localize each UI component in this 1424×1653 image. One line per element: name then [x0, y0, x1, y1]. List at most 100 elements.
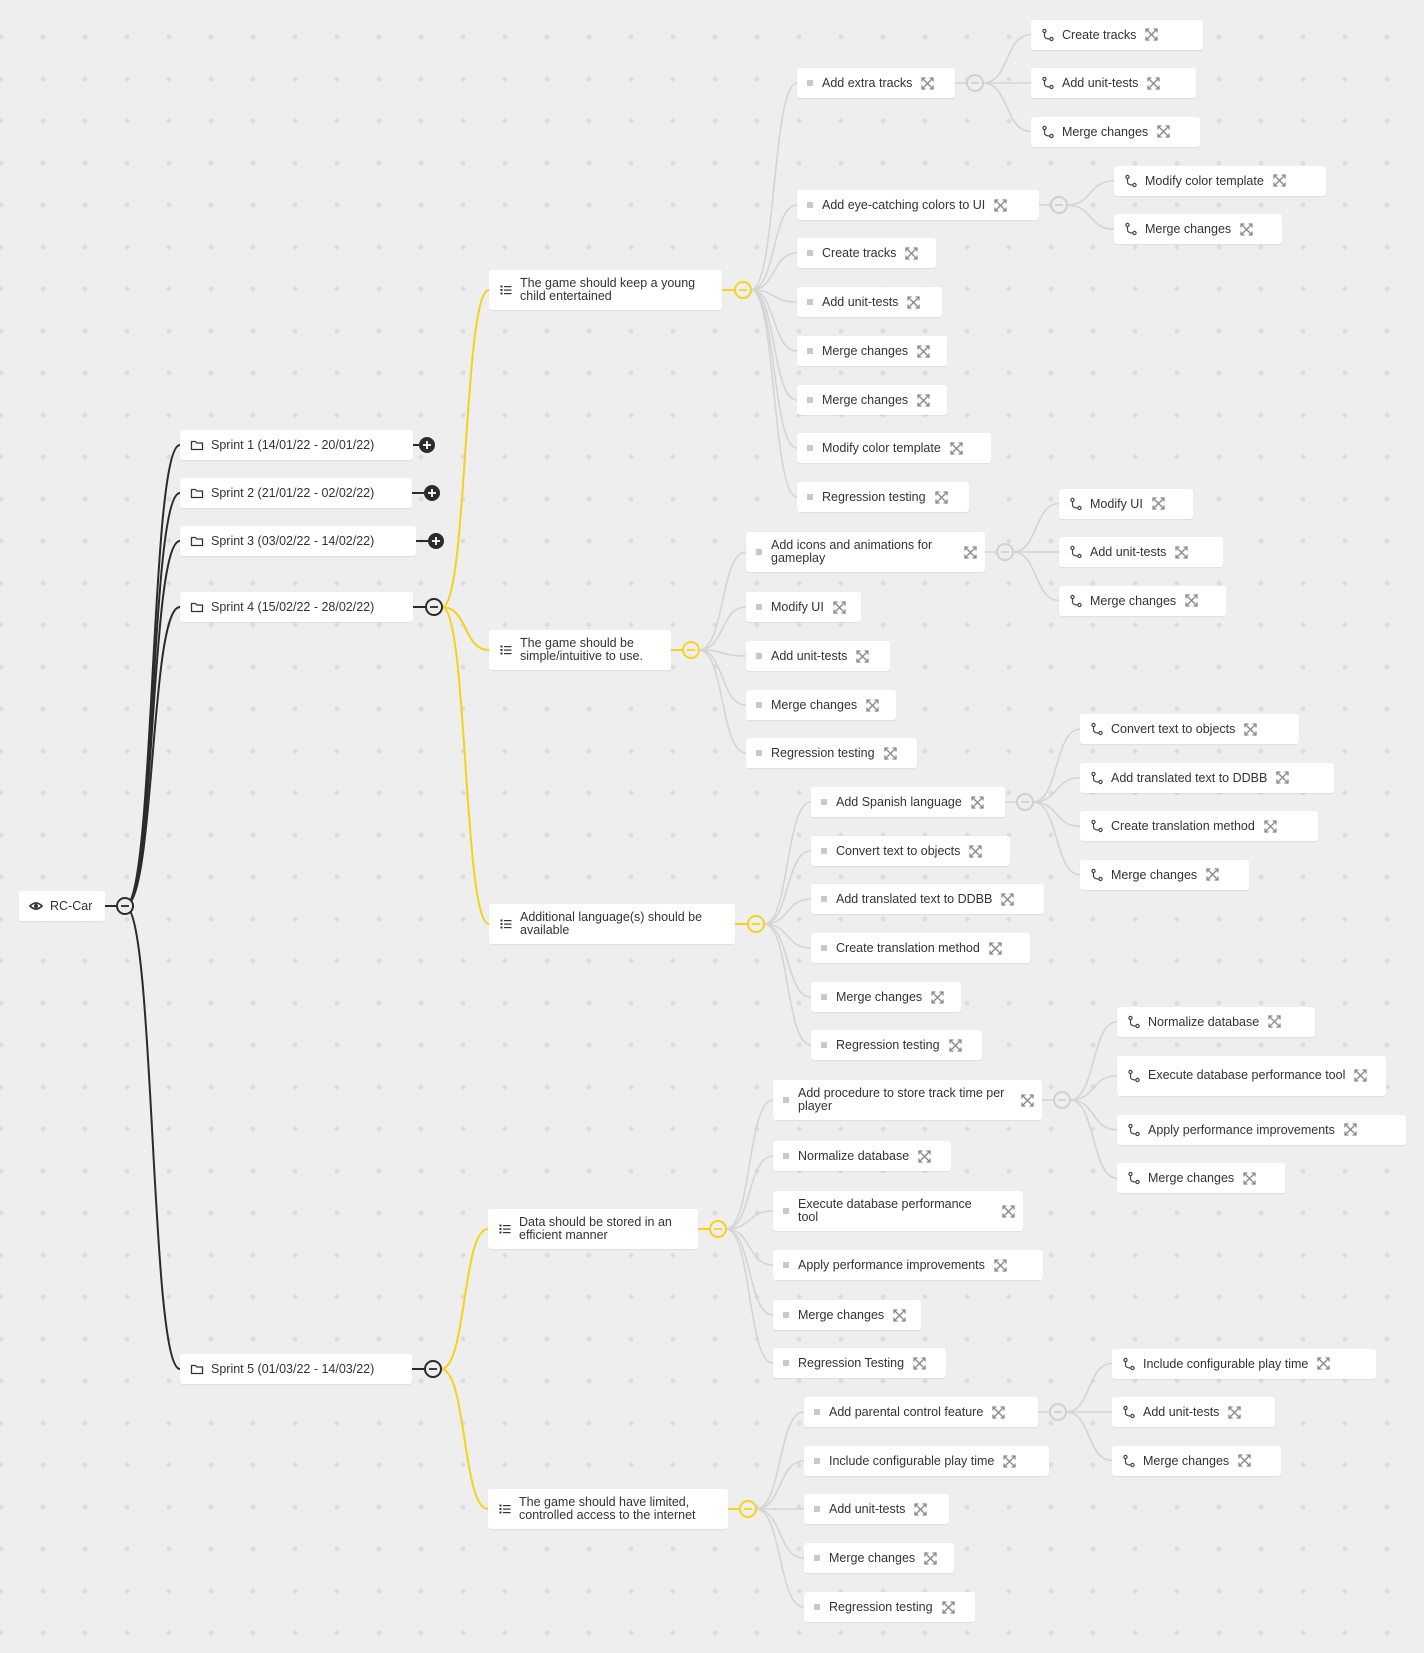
- expand-arrows-icon[interactable]: [866, 698, 879, 712]
- expand-arrows-icon[interactable]: [1001, 892, 1014, 906]
- expand-arrows-icon[interactable]: [1243, 1172, 1256, 1185]
- subtask-node[interactable]: Add translated text to DDBB: [1080, 762, 1334, 793]
- expand-arrows-icon[interactable]: [1276, 771, 1289, 784]
- story-node[interactable]: The game should be simple/intuitive to u…: [489, 630, 671, 670]
- expand-arrows-icon[interactable]: [1228, 1405, 1242, 1419]
- subtask-node[interactable]: Merge changes: [1059, 585, 1226, 616]
- expand-arrows-icon[interactable]: [989, 941, 1002, 955]
- expand-arrows-icon[interactable]: [1152, 497, 1165, 510]
- story-node[interactable]: Additional language(s) should be availab…: [489, 904, 735, 944]
- subtask-node[interactable]: Execute database performance tool: [1117, 1055, 1386, 1096]
- subtask-node[interactable]: Merge changes: [1112, 1445, 1281, 1476]
- expand-arrows-icon[interactable]: [994, 1258, 1007, 1272]
- expand-arrows-icon[interactable]: [931, 990, 944, 1004]
- subtask-node[interactable]: Merge changes: [1114, 214, 1282, 245]
- task-node[interactable]: Modify UI: [746, 592, 861, 622]
- task-node[interactable]: Add icons and animations for gameplay: [746, 532, 985, 572]
- expand-arrows-icon[interactable]: [1003, 1454, 1017, 1468]
- subtask-node[interactable]: Merge changes: [1080, 859, 1249, 890]
- task-node[interactable]: Merge changes: [773, 1300, 921, 1330]
- expand-arrows-icon[interactable]: [918, 1149, 931, 1163]
- task-node[interactable]: Regression testing: [746, 738, 917, 768]
- subtask-node[interactable]: Convert text to objects: [1080, 714, 1299, 745]
- expand-toggle-sprint-2[interactable]: [424, 485, 440, 501]
- sprint-node-4[interactable]: Sprint 4 (15/02/22 - 28/02/22): [180, 592, 413, 622]
- expand-arrows-icon[interactable]: [1264, 820, 1277, 833]
- expand-toggle-sprint-1[interactable]: [419, 437, 435, 453]
- task-node[interactable]: Regression testing: [797, 482, 969, 512]
- task-node[interactable]: Merge changes: [804, 1543, 954, 1573]
- task-node[interactable]: Create tracks: [797, 238, 936, 268]
- task-node[interactable]: Add translated text to DDBB: [811, 884, 1044, 914]
- task-node[interactable]: Create translation method: [811, 933, 1030, 963]
- sprint-node-5[interactable]: Sprint 5 (01/03/22 - 14/03/22): [180, 1354, 412, 1384]
- expand-arrows-icon[interactable]: [948, 1038, 962, 1052]
- task-node[interactable]: Merge changes: [746, 690, 896, 720]
- task-node[interactable]: Merge changes: [797, 385, 947, 415]
- task-node[interactable]: Regression testing: [804, 1592, 975, 1622]
- task-node[interactable]: Merge changes: [797, 336, 947, 366]
- expand-arrows-icon[interactable]: [1317, 1357, 1331, 1370]
- expand-arrows-icon[interactable]: [971, 795, 984, 809]
- collapse-toggle-task[interactable]: [966, 74, 984, 92]
- expand-arrows-icon[interactable]: [1354, 1069, 1368, 1082]
- expand-arrows-icon[interactable]: [994, 198, 1007, 212]
- collapse-toggle-sprint-5[interactable]: [424, 1360, 442, 1378]
- expand-arrows-icon[interactable]: [969, 844, 983, 858]
- story-node[interactable]: Data should be stored in an efficient ma…: [488, 1209, 698, 1249]
- expand-arrows-icon[interactable]: [1238, 1454, 1251, 1467]
- expand-arrows-icon[interactable]: [992, 1405, 1005, 1419]
- expand-arrows-icon[interactable]: [950, 441, 963, 455]
- collapse-toggle-story[interactable]: [734, 281, 752, 299]
- expand-arrows-icon[interactable]: [913, 1356, 926, 1370]
- collapse-toggle-task[interactable]: [996, 543, 1014, 561]
- collapse-toggle-story[interactable]: [747, 915, 765, 933]
- task-node[interactable]: Add Spanish language: [811, 787, 1005, 817]
- expand-arrows-icon[interactable]: [1273, 174, 1286, 187]
- task-node[interactable]: Add eye-catching colors to UI: [797, 190, 1039, 220]
- task-node[interactable]: Modify color template: [797, 433, 991, 463]
- expand-arrows-icon[interactable]: [1002, 1204, 1015, 1218]
- expand-arrows-icon[interactable]: [856, 649, 870, 663]
- task-node[interactable]: Normalize database: [773, 1141, 951, 1171]
- expand-arrows-icon[interactable]: [1185, 594, 1198, 607]
- expand-arrows-icon[interactable]: [907, 295, 921, 309]
- expand-arrows-icon[interactable]: [833, 600, 846, 614]
- collapse-toggle-story[interactable]: [682, 641, 700, 659]
- expand-arrows-icon[interactable]: [917, 344, 930, 358]
- task-node[interactable]: Add procedure to store track time per pl…: [773, 1080, 1042, 1120]
- expand-arrows-icon[interactable]: [1240, 223, 1253, 236]
- task-node[interactable]: Add extra tracks: [797, 68, 955, 98]
- expand-arrows-icon[interactable]: [1268, 1015, 1281, 1028]
- collapse-toggle-story[interactable]: [739, 1500, 757, 1518]
- subtask-node[interactable]: Modify UI: [1059, 488, 1193, 519]
- expand-arrows-icon[interactable]: [883, 746, 897, 760]
- task-node[interactable]: Add unit-tests: [804, 1494, 949, 1524]
- collapse-toggle-task[interactable]: [1053, 1091, 1071, 1109]
- expand-arrows-icon[interactable]: [934, 490, 948, 504]
- subtask-node[interactable]: Create translation method: [1080, 811, 1318, 842]
- root-node-rc-car[interactable]: RC-Car: [19, 891, 105, 921]
- task-node[interactable]: Execute database performance tool: [773, 1191, 1023, 1231]
- task-node[interactable]: Include configurable play time: [804, 1446, 1049, 1476]
- expand-arrows-icon[interactable]: [1206, 868, 1219, 881]
- expand-arrows-icon[interactable]: [917, 393, 930, 407]
- story-node[interactable]: The game should have limited, controlled…: [488, 1489, 728, 1529]
- expand-arrows-icon[interactable]: [1021, 1093, 1034, 1107]
- expand-arrows-icon[interactable]: [1145, 28, 1158, 41]
- expand-arrows-icon[interactable]: [924, 1551, 937, 1565]
- expand-arrows-icon[interactable]: [941, 1600, 955, 1614]
- expand-arrows-icon[interactable]: [905, 246, 918, 260]
- task-node[interactable]: Add parental control feature: [804, 1397, 1038, 1427]
- subtask-node[interactable]: Include configurable play time: [1112, 1348, 1376, 1379]
- expand-arrows-icon[interactable]: [914, 1502, 928, 1516]
- collapse-toggle-task[interactable]: [1049, 1403, 1067, 1421]
- expand-arrows-icon[interactable]: [1344, 1123, 1357, 1136]
- task-node[interactable]: Add unit-tests: [746, 641, 890, 671]
- task-node[interactable]: Regression Testing: [773, 1348, 946, 1378]
- expand-arrows-icon[interactable]: [1157, 125, 1170, 138]
- task-node[interactable]: Add unit-tests: [797, 287, 942, 317]
- subtask-node[interactable]: Add unit-tests: [1112, 1397, 1275, 1427]
- expand-arrows-icon[interactable]: [964, 545, 977, 559]
- collapse-toggle-story[interactable]: [709, 1220, 727, 1238]
